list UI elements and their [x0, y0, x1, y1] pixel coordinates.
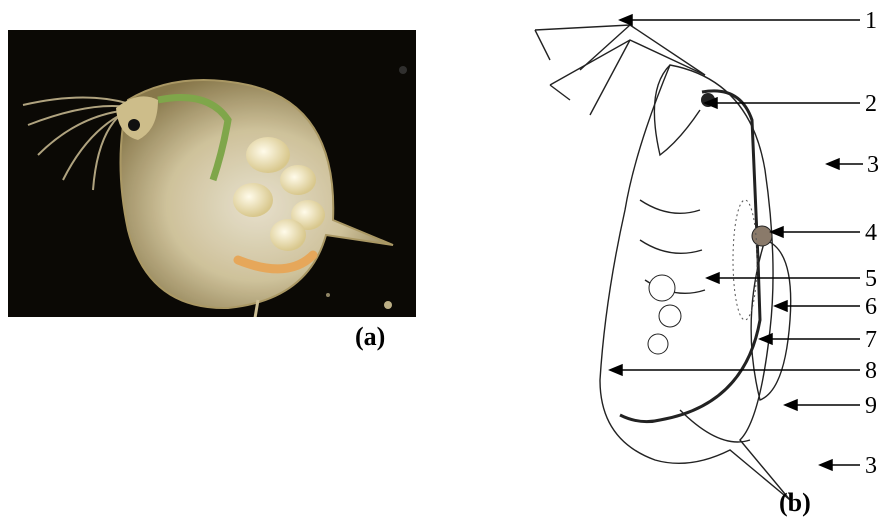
daphnia-diagram: 1 2 3 4 5 6 7 8 9 3 [440, 0, 883, 524]
label-9: 9 [865, 393, 877, 419]
label-6: 6 [865, 294, 877, 320]
label-8: 8 [865, 358, 877, 384]
label-3-bottom: 3 [865, 453, 877, 479]
carapace-outline [600, 65, 790, 500]
label-7: 7 [865, 327, 877, 353]
photo-panel [8, 30, 416, 317]
label-4: 4 [865, 220, 877, 246]
gut-outline [620, 91, 760, 422]
label-arrows [610, 15, 863, 470]
label-2: 2 [865, 91, 877, 117]
label-1: 1 [865, 8, 877, 34]
caption-b: (b) [779, 488, 811, 518]
compound-eye [128, 119, 140, 131]
head-outline [654, 65, 700, 155]
caption-a: (a) [355, 322, 385, 352]
diagram-panel: 1 2 3 4 5 6 7 8 9 3 [440, 0, 883, 524]
label-5: 5 [865, 266, 877, 292]
label-3-top: 3 [867, 152, 879, 178]
daphnia-photo [8, 30, 416, 317]
daphnia-drawing [535, 25, 791, 500]
ovary-drawing [733, 200, 757, 320]
egg-drawings [648, 275, 681, 354]
